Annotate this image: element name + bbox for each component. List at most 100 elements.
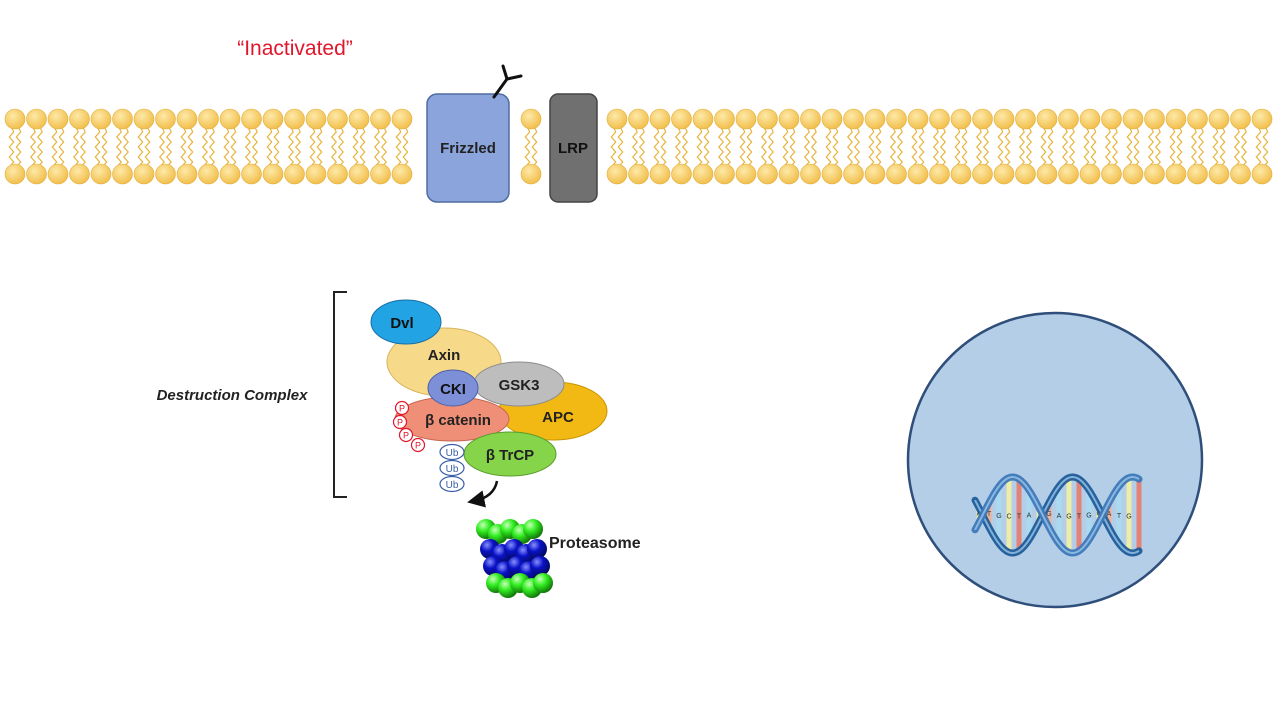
lipid-tail — [940, 126, 946, 168]
lipid-tail — [245, 126, 251, 168]
lipid-tail — [1133, 126, 1140, 168]
lipid-head — [606, 163, 628, 185]
proteasome-subunit — [523, 519, 543, 539]
lipid-head — [284, 108, 305, 130]
lipid-head — [155, 108, 176, 130]
degradation-arrow — [467, 480, 499, 508]
lipid-tail — [395, 126, 402, 168]
proteasome-icon — [476, 519, 553, 598]
lipid-head — [4, 163, 26, 185]
cki-label: CKI — [440, 381, 466, 398]
lipid-tail — [180, 126, 187, 168]
lipid-tail — [1234, 126, 1240, 168]
lipid-head — [327, 163, 348, 185]
lipid-tail — [761, 126, 767, 168]
lipid-head — [778, 163, 800, 185]
lipid-head — [821, 108, 843, 130]
lipid-head — [26, 163, 47, 185]
lipid-head — [370, 108, 391, 130]
lipid-head — [262, 108, 284, 130]
lipid-head — [864, 108, 886, 130]
lipid-tail — [202, 126, 208, 168]
lipid-tail — [660, 126, 667, 168]
lipid-tail — [252, 126, 258, 168]
lipid-tail — [273, 126, 280, 168]
dna-base-pair — [986, 502, 992, 528]
lipid-tail — [682, 126, 688, 168]
phosphate-tags: P P P P — [392, 400, 426, 453]
lipid-tail — [890, 126, 896, 168]
dna-base-pair — [1076, 479, 1082, 551]
lipid-head — [800, 108, 821, 130]
lipid-tail — [309, 126, 316, 168]
lipid-tail — [381, 126, 387, 168]
dna-base-pair — [1136, 479, 1142, 551]
lipid-tail — [825, 126, 832, 168]
lipid-tail — [80, 126, 86, 168]
phosphate-tag-icon: P — [398, 427, 414, 443]
lipid-tail — [166, 126, 172, 168]
lipid-heads — [4, 108, 1273, 185]
lipid-tail — [1148, 126, 1154, 168]
lipid-head — [972, 108, 993, 130]
lipid-head — [176, 108, 198, 130]
lipid-tail — [1019, 126, 1025, 168]
lrp-label: LRP — [558, 140, 588, 157]
lipid-head — [714, 163, 735, 185]
lipid-head — [262, 163, 284, 185]
lipid-tail — [1062, 126, 1068, 168]
dna-base-pair — [1066, 477, 1072, 553]
lipid-head — [133, 108, 155, 130]
complex-bracket — [333, 291, 347, 498]
lipid-tail — [675, 126, 681, 168]
cki-protein: CKI — [427, 369, 479, 407]
lipid-tail — [1026, 126, 1032, 168]
lipid-head — [1165, 163, 1187, 185]
dna-base-letter: A — [1057, 513, 1062, 520]
ubiquitin-tag-icon: Ub — [439, 475, 465, 493]
axin-label: Axin — [428, 347, 461, 364]
lipid-tail — [854, 126, 860, 168]
lipid-tail — [531, 126, 538, 168]
lipid-tail — [524, 126, 531, 168]
lipid-head — [1208, 163, 1230, 185]
lipid-head — [284, 163, 305, 185]
lipid-head — [155, 163, 176, 185]
dvl-protein: Dvl — [370, 299, 442, 345]
lipid-head — [520, 108, 542, 130]
dna-base-pair — [1086, 490, 1092, 540]
lipid-head — [4, 108, 26, 130]
lipid-head — [348, 108, 370, 130]
lipid-tail — [295, 126, 301, 168]
proteasome-label: Proteasome — [549, 535, 641, 552]
lipid-head — [800, 163, 821, 185]
btrcp-protein: β TrCP — [463, 431, 557, 477]
lipid-tail — [897, 126, 903, 168]
lipid-tail — [1155, 126, 1161, 168]
lipid-tail — [15, 126, 22, 168]
lipid-head — [1036, 163, 1058, 185]
lipid-head — [26, 108, 47, 130]
lipid-tail — [223, 126, 230, 168]
lipid-tail — [933, 126, 939, 168]
lipid-head — [649, 163, 671, 185]
lipid-head — [520, 163, 542, 185]
lipid-head — [757, 108, 778, 130]
dna-base-letter: C — [1006, 514, 1011, 521]
lipid-head — [90, 163, 112, 185]
lipid-tail — [338, 126, 344, 168]
dna-backbone-highlight — [974, 475, 1140, 555]
lipid-tail — [703, 126, 710, 168]
lipid-tail — [868, 126, 875, 168]
lipid-head — [1036, 108, 1058, 130]
dna-base-pair — [1056, 486, 1062, 544]
lipid-head — [198, 108, 219, 130]
lipid-tail — [804, 126, 810, 168]
lipid-tail — [1083, 126, 1090, 168]
lipid-tail — [331, 126, 337, 168]
proteasome-subunit — [530, 556, 550, 576]
lipid-tail — [101, 126, 108, 168]
lipid-tail — [847, 126, 853, 168]
proteasome-subunit — [527, 539, 547, 559]
lipid-head — [886, 163, 907, 185]
